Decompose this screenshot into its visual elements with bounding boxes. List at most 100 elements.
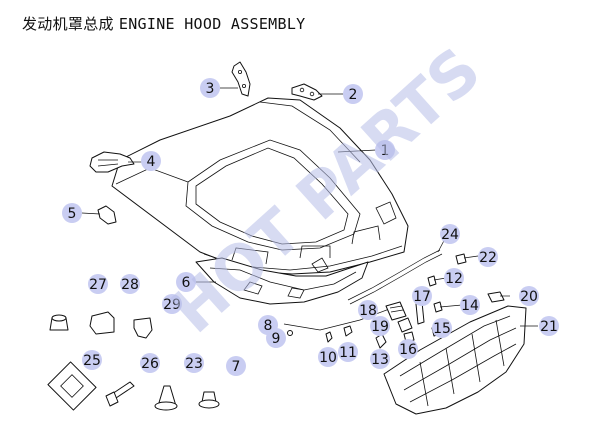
callout-number-23: 23: [185, 356, 203, 372]
callout-number-10: 10: [319, 350, 337, 366]
callout-21: 21: [539, 316, 559, 336]
callout-4: 4: [141, 151, 161, 171]
callout-bubble-6: [176, 272, 196, 292]
callout-bubble-25: [82, 350, 102, 370]
part-drawings: [47, 61, 527, 415]
callout-number-22: 22: [479, 250, 497, 266]
callout-6: 6: [176, 272, 196, 292]
callout-bubble-1: [375, 140, 395, 160]
callout-number-29: 29: [163, 297, 181, 313]
callout-number-27: 27: [89, 277, 107, 293]
callout-29: 29: [162, 294, 182, 314]
callout-number-5: 5: [68, 206, 77, 222]
callout-bubble-3: [200, 78, 220, 98]
part-buffer: [154, 385, 178, 411]
callout-bubble-29: [162, 294, 182, 314]
callout-number-9: 9: [272, 331, 281, 347]
callout-number-4: 4: [147, 154, 156, 170]
callout-9: 9: [266, 328, 286, 348]
callout-bubble-10: [318, 347, 338, 367]
callout-bubble-27: [88, 274, 108, 294]
callout-bubble-15: [432, 318, 452, 338]
callout-bubble-19: [370, 316, 390, 336]
callout-5: 5: [62, 203, 82, 223]
callout-number-25: 25: [83, 353, 101, 369]
callout-bubble-20: [519, 286, 539, 306]
part-engine-hood: [111, 97, 409, 275]
callout-14: 14: [460, 295, 480, 315]
callout-number-12: 12: [445, 271, 463, 287]
title-en: ENGINE HOOD ASSEMBLY: [118, 15, 306, 33]
callout-22: 22: [478, 247, 498, 267]
callout-12: 12: [444, 268, 464, 288]
callout-bubble-17: [412, 286, 432, 306]
callout-24: 24: [440, 224, 460, 244]
callout-bubble-28: [120, 274, 140, 294]
callout-number-21: 21: [540, 319, 558, 335]
callout-number-17: 17: [413, 289, 431, 305]
callout-bubble-26: [140, 353, 160, 373]
callout-28: 28: [120, 274, 140, 294]
callout-bubble-4: [141, 151, 161, 171]
callout-bubble-11: [338, 342, 358, 362]
callout-number-1: 1: [381, 143, 390, 159]
callout-number-7: 7: [232, 359, 241, 375]
part-hood-clip: [97, 205, 117, 225]
callout-number-24: 24: [441, 227, 459, 243]
callout-bubble-9: [266, 328, 286, 348]
callout-bubble-5: [62, 203, 82, 223]
callout-number-13: 13: [371, 352, 389, 368]
callout-number-26: 26: [141, 356, 159, 372]
callout-number-18: 18: [359, 303, 377, 319]
part-hood-inner-frame: [195, 257, 369, 305]
callout-bubble-24: [440, 224, 460, 244]
callout-10: 10: [318, 347, 338, 367]
callout-number-19: 19: [371, 319, 389, 335]
callout-number-14: 14: [461, 298, 479, 314]
part-hinge-right: [291, 83, 323, 101]
part-seal-strip: [347, 249, 443, 305]
diagram-title: 发动机罩总成 ENGINE HOOD ASSEMBLY: [22, 13, 306, 34]
callout-bubble-13: [370, 349, 390, 369]
callout-bubble-22: [478, 247, 498, 267]
callout-17: 17: [412, 286, 432, 306]
part-bolt: [105, 381, 135, 407]
callout-23: 23: [184, 353, 204, 373]
callout-number-2: 2: [349, 87, 358, 103]
callout-number-6: 6: [182, 275, 191, 291]
part-cap: [49, 314, 69, 331]
part-holder: [133, 317, 153, 339]
callout-number-11: 11: [339, 345, 357, 361]
callout-bubble-16: [398, 339, 418, 359]
callout-7: 7: [226, 356, 246, 376]
callout-bubble-7: [226, 356, 246, 376]
callout-15: 15: [432, 318, 452, 338]
callout-13: 13: [370, 349, 390, 369]
callout-bubble-18: [358, 300, 378, 320]
callout-26: 26: [140, 353, 160, 373]
callout-18: 18: [358, 300, 378, 320]
callout-27: 27: [88, 274, 108, 294]
part-front-grille: [383, 305, 527, 415]
callout-25: 25: [82, 350, 102, 370]
part-clip: [198, 391, 220, 409]
callout-20: 20: [519, 286, 539, 306]
callout-bubble-21: [539, 316, 559, 336]
callout-bubble-14: [460, 295, 480, 315]
callout-2: 2: [343, 84, 363, 104]
title-cn: 发动机罩总成: [22, 15, 114, 33]
part-hinge-left: [231, 61, 251, 97]
part-film: [47, 361, 97, 411]
callout-bubble-2: [343, 84, 363, 104]
part-hood-bracket: [89, 151, 135, 173]
callout-19: 19: [370, 316, 390, 336]
callout-number-28: 28: [121, 277, 139, 293]
callout-number-20: 20: [520, 289, 538, 305]
callout-bubble-23: [184, 353, 204, 373]
callout-number-3: 3: [206, 81, 215, 97]
callout-11: 11: [338, 342, 358, 362]
callout-3: 3: [200, 78, 220, 98]
part-bracket: [89, 311, 115, 335]
callout-1: 1: [375, 140, 395, 160]
